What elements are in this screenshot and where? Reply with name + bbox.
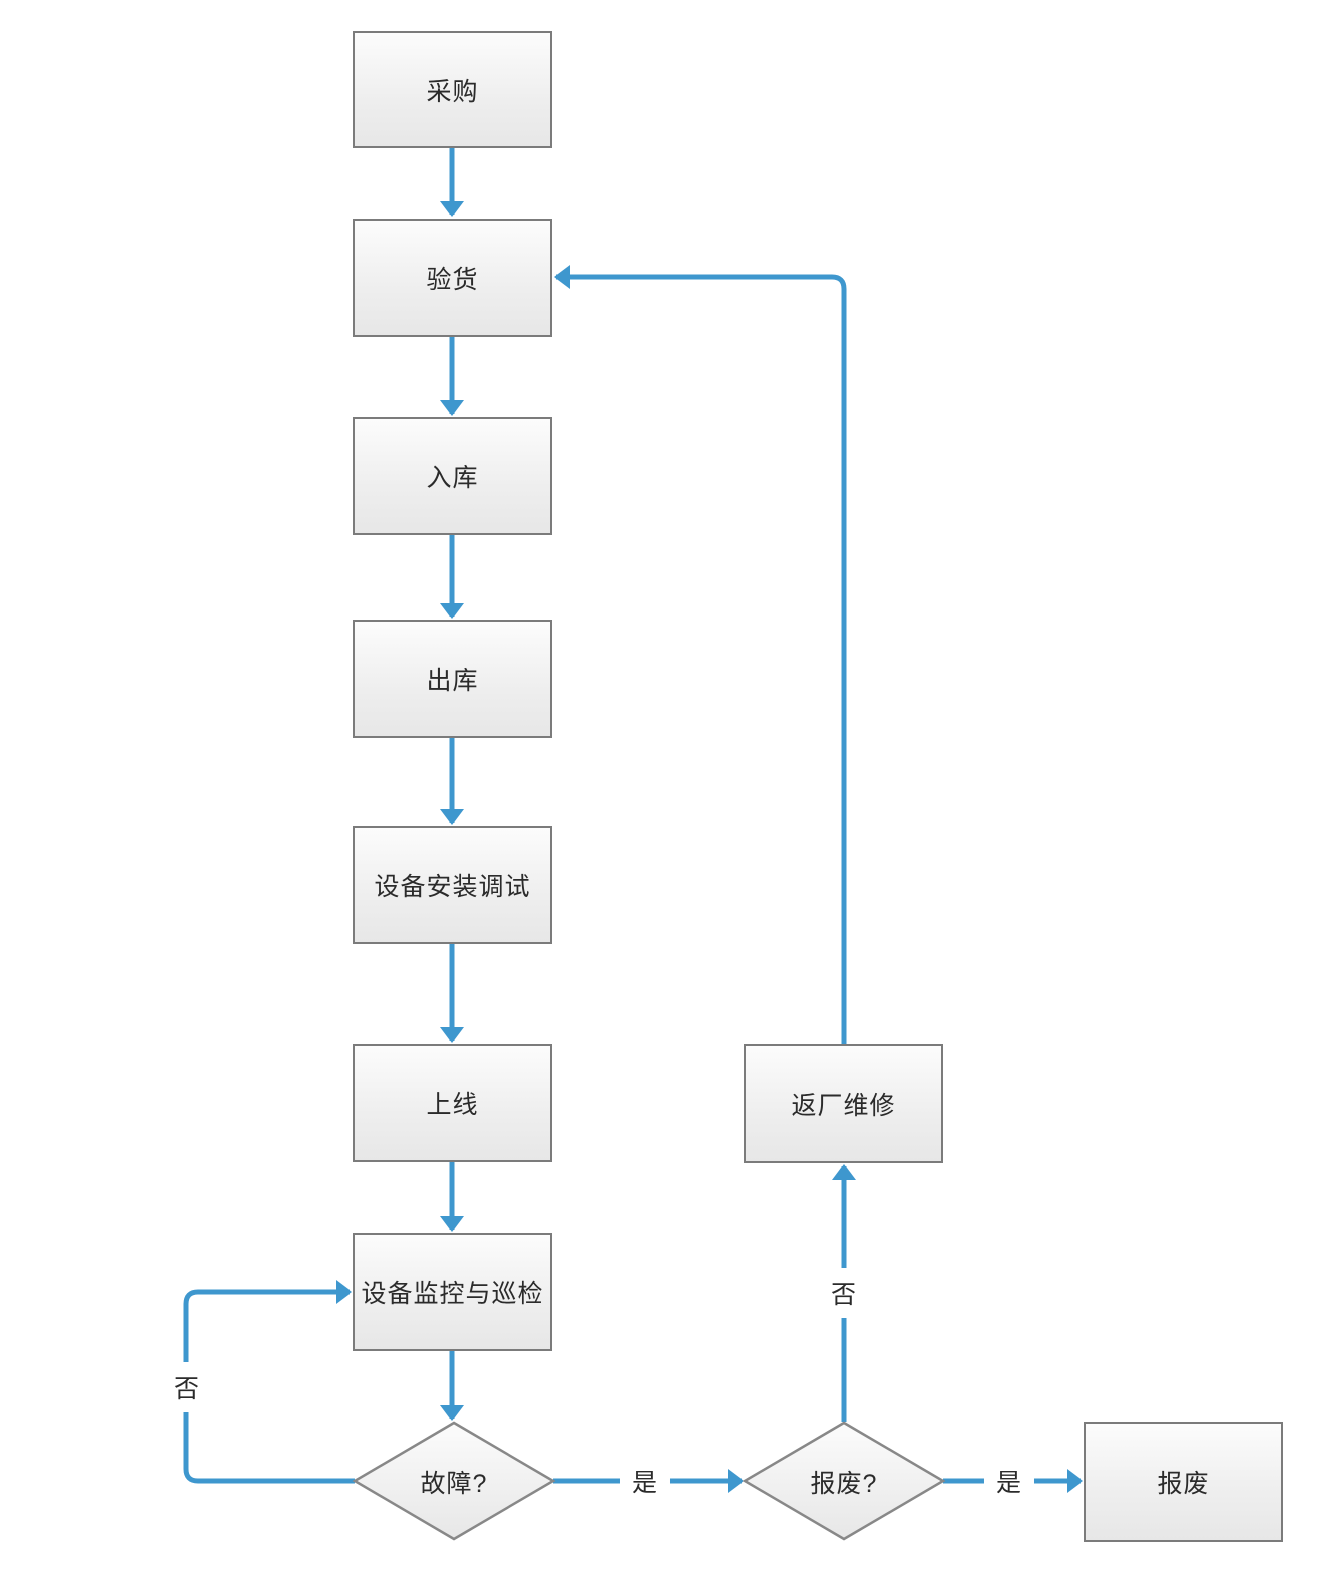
edge-label-scrapq-yes: 是 [983,1456,1035,1506]
node-inbound: 入库 [353,417,552,535]
decision-fault-label: 故障? [420,1470,488,1498]
edge-label-fault-yes: 是 [619,1456,671,1506]
edge-label-fault-no: 否 [161,1362,213,1412]
decision-scrap-label: 报废? [810,1470,878,1498]
edge-label-scrapq-no: 否 [818,1268,870,1318]
node-monitor-patrol: 设备监控与巡检 [353,1233,552,1351]
node-inspection: 验货 [353,219,552,337]
node-go-online: 上线 [353,1044,552,1162]
decision-scrap-shape [742,1421,946,1541]
node-scrap: 报废 [1084,1422,1283,1542]
node-repair-return: 返厂维修 [744,1044,943,1163]
node-install-debug: 设备安装调试 [353,826,552,944]
connector-repair-inspection [554,265,847,1044]
node-outbound: 出库 [353,620,552,738]
node-procurement: 采购 [353,31,552,148]
decision-fault-shape [352,1421,556,1541]
